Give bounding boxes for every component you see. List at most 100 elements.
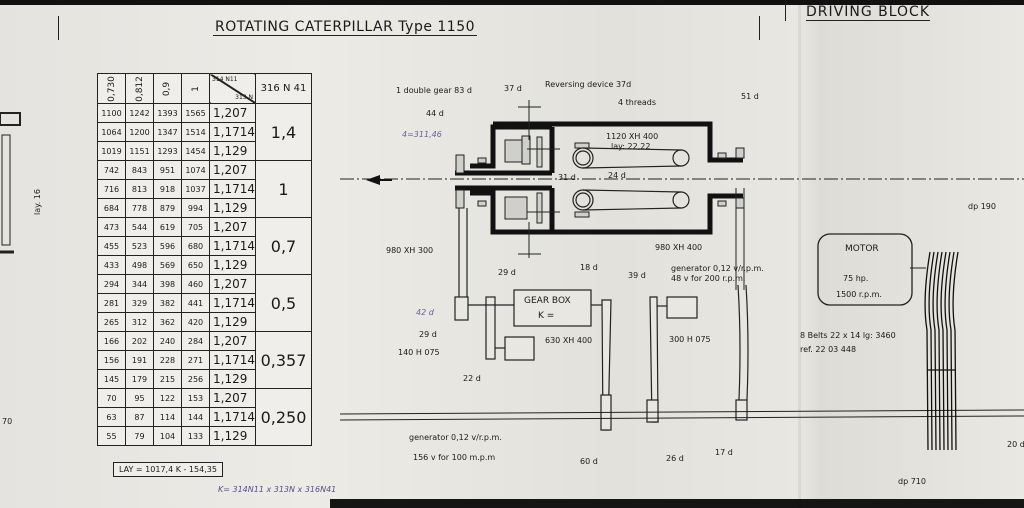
lay-value: 441 [181,293,210,313]
lay-value: 55 [97,426,126,446]
motor-box [817,233,913,306]
label-lay16: lay. 16 [33,189,42,215]
lay-value: 1565 [181,103,210,123]
lay-value: 879 [153,198,182,218]
lay-value: 455 [97,236,126,256]
ratio-value: 1,1714 [209,350,256,370]
label-22d: 22 d [463,374,481,383]
column-header: 1 [181,73,210,104]
ratio-value: 1,207 [209,217,256,237]
lay-value: 1514 [181,122,210,142]
ratio-value: 1,207 [209,274,256,294]
lay-value: 1151 [125,141,154,161]
lay-value: 362 [153,312,182,332]
lay-value: 281 [97,293,126,313]
ratio-value: 1,1714 [209,407,256,427]
label-300-h075: 300 H 075 [669,335,711,344]
lay-value: 294 [97,274,126,294]
label-24d: 24 d [608,171,626,180]
lay-value: 228 [153,350,182,370]
lay-value: 523 [125,236,154,256]
drawing-title: ROTATING CATERPILLAR Type 1150 [213,19,478,36]
title-frame [58,16,760,40]
lay-value: 122 [153,388,182,408]
ratio-value: 1,1714 [209,236,256,256]
column-header-label: 0,812 [134,75,145,102]
lay-value: 344 [125,274,154,294]
label-17d: 17 d [715,448,733,457]
ratio-value: 1,1714 [209,122,256,142]
lay-value: 144 [181,407,210,427]
label-dp710: dp 710 [898,477,926,486]
gearbox-box [513,289,592,327]
lay-value: 70 [97,388,126,408]
ratio-value: 1,1714 [209,293,256,313]
k-group-value: 1,4 [255,103,312,161]
lay-value: 153 [181,388,210,408]
reversing-arrows-icon [518,100,541,258]
lay-value: 79 [125,426,154,446]
lay-value: 202 [125,331,154,351]
lay-formula: LAY = 1017,4 K - 154,35 [113,462,223,477]
lay-value: 994 [181,198,210,218]
caterpillar-housing [455,121,743,235]
k-group-value: 0,7 [255,217,312,275]
label-lay-2222: lay: 22,22 [611,142,650,151]
sheet-border-top [0,0,1024,5]
lay-value: 382 [153,293,182,313]
label-20d: 20 d [1007,440,1024,449]
handwritten-note-2: 42 d [416,308,435,317]
lay-value: 498 [125,255,154,275]
handwritten-k-note: K= 314N11 x 313N x 316N41 [218,485,337,494]
label-motor-rpm: 1500 r.p.m. [836,290,882,299]
label-29d-bottom: 29 d [419,330,437,339]
k-group-value: 0,5 [255,274,312,332]
lay-value: 156 [97,350,126,370]
ratio-value: 1,207 [209,388,256,408]
lay-value: 145 [97,369,126,389]
label-double-gear: 1 double gear 83 d [396,86,472,95]
label-generator-2-voltage: 156 v for 100 m.p.m [413,453,495,462]
ratio-value: 1,129 [209,198,256,218]
lay-value: 191 [125,350,154,370]
label-980-xh400: 980 XH 400 [655,243,702,252]
k-group-value: 0,250 [255,388,312,446]
column-header-label: 1 [190,85,201,92]
lay-value: 1393 [153,103,182,123]
lay-value: 1293 [153,141,182,161]
handwritten-note-1: 4=311,46 [402,130,442,139]
label-generator-1-voltage: 48 v for 200 r.p.m. [671,274,745,283]
lay-value: 420 [181,312,210,332]
section-frame [785,3,1024,21]
label-39d: 39 d [628,271,646,280]
lay-value: 1242 [125,103,154,123]
label-980-xh300: 980 XH 300 [386,246,433,255]
lay-value: 179 [125,369,154,389]
ratio-value: 1,129 [209,255,256,275]
lay-value: 114 [153,407,182,427]
label-60d: 60 d [580,457,598,466]
sheet-border-bottom [330,499,1024,508]
label-gear-box-k: K = [538,311,554,321]
lay-value: 265 [97,312,126,332]
label-31d: 31 d [558,173,576,182]
label-belt-ref: ref. 22 03 448 [800,345,856,354]
lay-value: 271 [181,350,210,370]
direction-arrow-icon [366,175,392,185]
lay-value: 133 [181,426,210,446]
lay-value: 1347 [153,122,182,142]
section-title: DRIVING BLOCK [806,4,930,21]
lay-value: 680 [181,236,210,256]
lay-value: 460 [181,274,210,294]
label-37d: 37 d [504,84,522,93]
label-630-xh400: 630 XH 400 [545,336,592,345]
